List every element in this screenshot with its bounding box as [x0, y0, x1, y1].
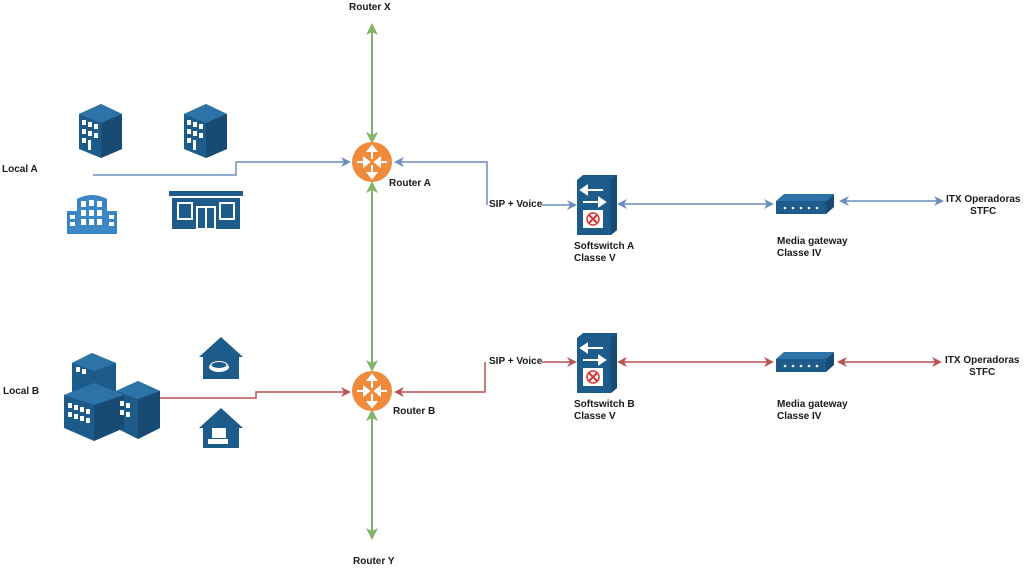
itx-a-name: ITX Operadoras	[946, 194, 1021, 205]
router-b-icon[interactable]	[352, 371, 392, 411]
link-routerb-sip	[394, 362, 486, 397]
softswitch-b-name: Softswitch B	[574, 399, 635, 410]
softswitch-b-icon[interactable]	[577, 333, 617, 393]
media-gateway-a-icon[interactable]	[776, 194, 834, 214]
itx-a-label: ITX Operadoras STFC	[946, 194, 1020, 218]
corporate-building-icon	[67, 195, 117, 234]
sip-voice-a-label: SIP + Voice	[489, 199, 543, 211]
local-a-label: Local A	[2, 164, 38, 175]
itx-b-name: ITX Operadoras	[945, 355, 1020, 366]
link-locala-routera	[93, 157, 351, 176]
shop-building-icon	[169, 191, 243, 230]
link-localb-routerb	[160, 387, 351, 399]
itx-b-label: ITX Operadoras STFC	[945, 355, 1019, 379]
router-x-label: Router X	[349, 2, 391, 13]
building-cluster-icon	[64, 353, 160, 441]
itx-a-network: STFC	[970, 206, 997, 217]
router-a-icon[interactable]	[352, 142, 392, 182]
local-b-label: Local B	[3, 386, 40, 397]
router-y-label: Router Y	[353, 556, 395, 567]
softswitch-b-class: Classe V	[574, 411, 616, 422]
media-gateway-b-label: Media gateway Classe IV	[777, 399, 848, 423]
office-building-icon	[184, 104, 227, 158]
media-gateway-b-name: Media gateway	[777, 399, 848, 410]
sip-voice-b-label: SIP + Voice	[489, 356, 543, 368]
softswitch-a-name: Softswitch A	[574, 241, 635, 252]
softswitch-a-class: Classe V	[574, 253, 616, 264]
media-gateway-b-class: Classe IV	[777, 411, 822, 422]
router-b-label: Router B	[393, 406, 436, 417]
media-gateway-a-label: Media gateway Classe IV	[777, 236, 848, 260]
softswitch-a-label: Softswitch A Classe V	[574, 241, 634, 265]
home-router-icon	[199, 337, 243, 379]
softswitch-b-label: Softswitch B Classe V	[574, 399, 635, 423]
office-building-icon	[79, 104, 122, 158]
media-gateway-a-class: Classe IV	[777, 248, 822, 259]
home-computer-icon	[199, 408, 243, 448]
link-routera-sip	[394, 157, 488, 205]
media-gateway-a-name: Media gateway	[777, 236, 848, 247]
media-gateway-b-icon[interactable]	[776, 352, 834, 372]
itx-b-network: STFC	[969, 367, 996, 378]
router-a-label: Router A	[389, 178, 431, 189]
softswitch-a-icon[interactable]	[577, 175, 617, 235]
